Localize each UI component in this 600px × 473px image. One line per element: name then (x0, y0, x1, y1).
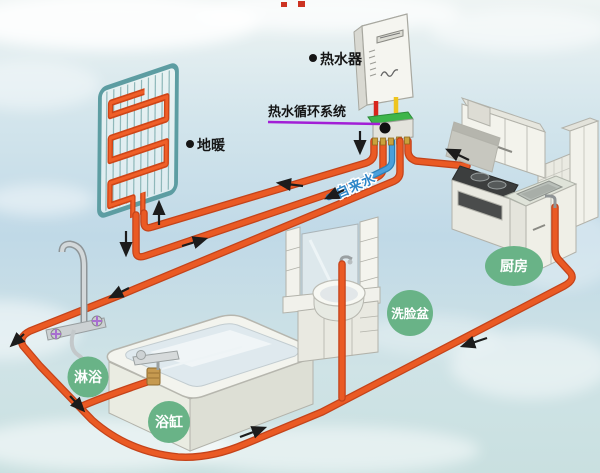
heater-vent-lines (368, 49, 377, 77)
heater-logo-icon (380, 69, 399, 77)
pipe-coil-supply (141, 138, 377, 231)
flow-arrow-left-corner (9, 331, 26, 348)
bathtub-badge (148, 401, 190, 443)
oven-window (457, 190, 503, 221)
flow-arrow-kitchen-return (445, 148, 470, 162)
shower-badge (67, 356, 109, 398)
red-mark-icon (298, 1, 305, 7)
flow-arrow-tap-water (324, 186, 345, 200)
faucet-lever (132, 350, 180, 366)
bullet-dot-icon (186, 140, 194, 148)
flow-arrow-right-diagonal (459, 335, 488, 349)
flow-arrow-bottom (239, 426, 268, 439)
wash-basin-label: 洗脸盆 (391, 306, 429, 321)
flow-arrow-to-shower (108, 285, 130, 299)
kitchen-badge (485, 246, 543, 286)
bullet-dot-icon (309, 54, 317, 62)
water-highlight (150, 330, 272, 367)
flow-arrow-down-left (69, 395, 86, 413)
kitchen-faucet (545, 194, 557, 208)
water-heater-label: 热水器 (320, 51, 363, 68)
flow-arrow-coil-return (181, 236, 209, 249)
callout-labels: 热水器 热水循环系统 地暖 自来水 厨房 洗脸盆 淋浴 浴缸 (67, 51, 543, 443)
kitchen-label: 厨房 (500, 258, 528, 275)
wash-basin-badge (387, 290, 433, 336)
bathtub-faucet (132, 350, 180, 386)
pipe-tap-water (327, 139, 394, 199)
hood-chimney (467, 99, 491, 127)
range-hood-icon (445, 129, 499, 173)
shelf-column-left (285, 226, 301, 306)
circulation-system-label: 热水循环系统 (268, 104, 346, 120)
gooseneck-pipe (60, 241, 86, 324)
panel-grid-lines (105, 70, 170, 211)
system-pointer (267, 120, 381, 126)
basin-faucet-handle (347, 259, 353, 265)
wash-basin-unit (282, 216, 381, 363)
burner-icon (487, 180, 507, 190)
floor-heating-label: 地暖 (197, 137, 226, 154)
pump-dot (379, 122, 391, 134)
pipe-network (132, 137, 396, 261)
burner-icon (470, 172, 490, 182)
heater-front (361, 13, 414, 106)
bronze-valve (146, 367, 161, 386)
flow-arrow-coil-supply (275, 177, 304, 192)
heating-coil-inner (108, 89, 169, 218)
faucet-knob (136, 350, 146, 360)
pipe-kitchen-supply (405, 138, 470, 169)
heater-vent-slot (376, 29, 404, 44)
circulation-pump-box (367, 111, 414, 146)
red-mark-icon (281, 2, 287, 7)
shower-label: 淋浴 (74, 369, 103, 386)
pointer-line (267, 120, 381, 126)
bathtub-label: 浴缸 (155, 414, 183, 431)
water-heater-unit (353, 13, 414, 116)
sink-inner (521, 184, 557, 199)
flow-arrows (9, 131, 488, 439)
